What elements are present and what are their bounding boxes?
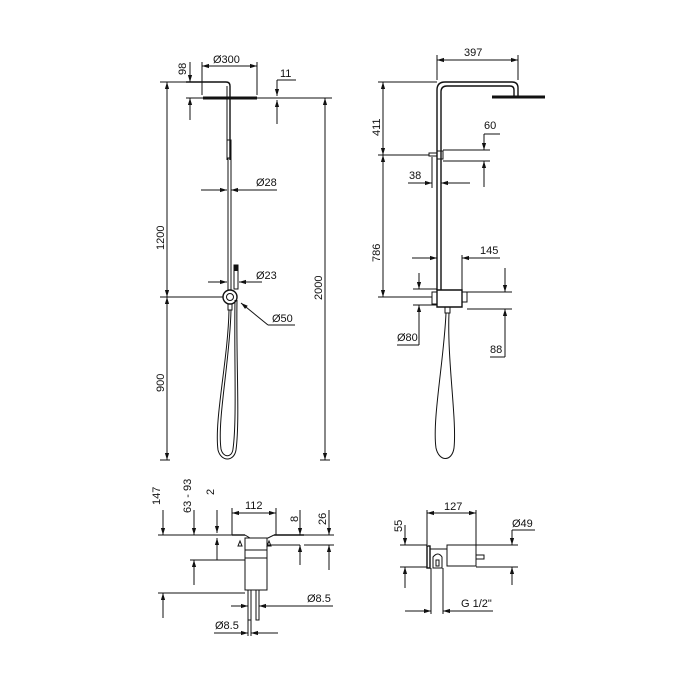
dim-body-diameter: Ø49 [512, 518, 533, 530]
dim-upper-height: 1200 [155, 226, 167, 250]
hose-front [216, 299, 239, 460]
dim-thread: G 1/2" [461, 598, 492, 610]
dim-valve-diameter: Ø50 [272, 313, 293, 325]
dim-arm-diameter: Ø28 [256, 177, 277, 189]
dim-upper-height-side: 411 [371, 118, 383, 136]
front-view: 98 Ø300 11 1200 900 2000 Ø28 Ø23 Ø50 [155, 54, 332, 461]
dim-valve-depth: 88 [490, 344, 502, 356]
dim-valve-projection: 145 [480, 245, 498, 257]
mixer-valve-side [436, 289, 463, 308]
dim-plate-width: 112 [245, 500, 263, 512]
dim-total-depth: 147 [151, 487, 163, 505]
dim-total-height: 2000 [313, 276, 325, 300]
concealed-body [232, 534, 304, 621]
install-detail-left: 147 63 - 93 2 112 8 26 Ø8.5 Ø8.5 [151, 479, 334, 636]
dim-wall-range: 63 - 93 [182, 479, 194, 513]
dim-pipe-diameter-b: Ø8.5 [215, 620, 239, 632]
dim-plate-offset: 8 [289, 516, 301, 522]
install-detail-right: 127 55 Ø49 G 1/2" [393, 501, 535, 614]
dim-gap: 2 [205, 489, 217, 495]
dim-head-height: 98 [177, 63, 189, 75]
side-view: 397 411 786 60 38 145 Ø80 [371, 47, 545, 459]
hose-side [434, 312, 456, 459]
dim-height: 55 [393, 520, 405, 532]
dim-rail-diameter: Ø23 [256, 270, 277, 282]
dim-pipe-diameter-a: Ø8.5 [307, 593, 331, 605]
dim-valve-diameter-side: Ø80 [397, 332, 418, 344]
dim-plate-depth: 26 [317, 513, 329, 525]
dim-lower-height: 900 [155, 374, 167, 392]
shower-column-side [428, 81, 545, 459]
dim-bracket-offset: 38 [409, 170, 421, 182]
dim-body-length: 127 [444, 501, 462, 513]
wall-outlet-body [426, 544, 485, 569]
dim-middle-height: 786 [371, 244, 383, 262]
shower-column-front [186, 81, 282, 460]
dim-head-diameter: Ø300 [213, 54, 240, 66]
dim-bracket-height: 60 [484, 120, 496, 132]
dim-arm-projection: 397 [464, 47, 482, 59]
dim-head-thickness: 11 [280, 68, 291, 80]
